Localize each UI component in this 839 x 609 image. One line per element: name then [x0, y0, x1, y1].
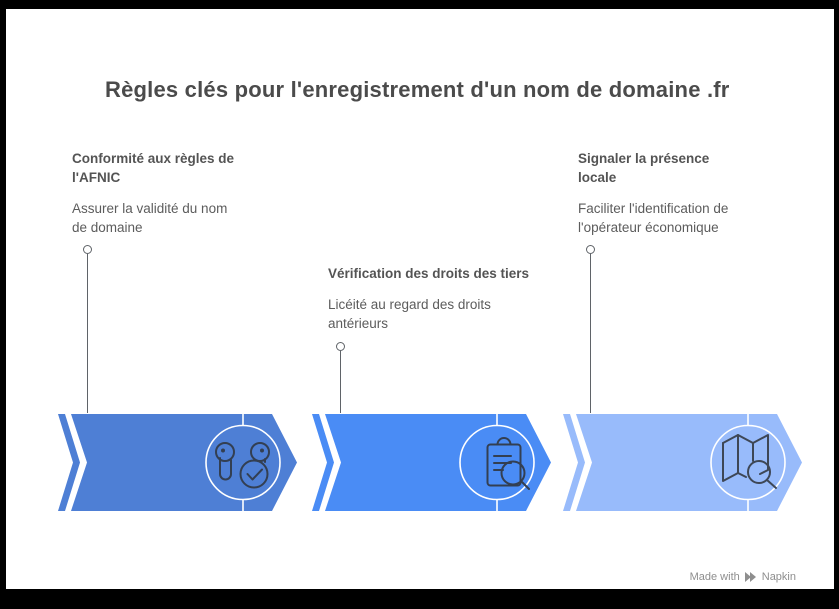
step-3-heading: Signaler la présence locale	[578, 151, 710, 185]
step-2-chevron	[312, 414, 551, 511]
step-2-text-block: Vérification des droits des tiers Licéit…	[328, 264, 529, 333]
connector-line	[86, 254, 89, 413]
connector-dot	[336, 342, 345, 351]
letterbox-top	[0, 0, 839, 9]
connector-line	[339, 351, 342, 413]
step-2-description: Licéité au regard des droits antérieurs	[328, 297, 491, 331]
step-3-description: Faciliter l'identification de l'opérateu…	[578, 201, 729, 235]
napkin-logo-icon	[744, 572, 756, 582]
chevron-body	[71, 414, 297, 511]
letterbox-bottom	[0, 589, 839, 609]
letterbox-left	[0, 0, 6, 609]
brand-label: Napkin	[761, 571, 796, 583]
chevron-tail-band	[563, 414, 585, 511]
step-1-description: Assurer la validité du nom de domaine	[72, 201, 228, 235]
connector-dot	[586, 245, 595, 254]
step-1-chevron	[58, 414, 297, 511]
map-search-icon	[722, 434, 777, 489]
earbuds-check-icon	[215, 442, 270, 489]
step-3-chevron	[563, 414, 802, 511]
made-with-napkin-credit: Made with Napkin	[690, 571, 796, 583]
chevron-divider	[710, 414, 786, 511]
step-2-connector	[336, 342, 345, 413]
page-title: Règles clés pour l'enregistrement d'un n…	[105, 77, 730, 102]
connector-line	[589, 254, 592, 413]
chevron-body	[325, 414, 551, 511]
chevron-tail-band	[312, 414, 334, 511]
chevron-divider	[459, 414, 535, 511]
clipboard-search-icon	[486, 437, 530, 490]
made-with-label: Made with	[689, 571, 740, 583]
letterbox-right	[834, 0, 839, 609]
step-1-connector	[83, 245, 92, 413]
chevron-divider	[205, 414, 281, 511]
step-3-text-block: Signaler la présence locale Faciliter l'…	[578, 149, 728, 237]
chevron-tail-band	[58, 414, 80, 511]
connector-dot	[83, 245, 92, 254]
step-1-text-block: Conformité aux règles de l'AFNIC Assurer…	[72, 149, 234, 237]
step-1-heading: Conformité aux règles de l'AFNIC	[72, 151, 235, 185]
step-3-connector	[586, 245, 595, 413]
step-2-heading: Vérification des droits des tiers	[328, 266, 530, 281]
